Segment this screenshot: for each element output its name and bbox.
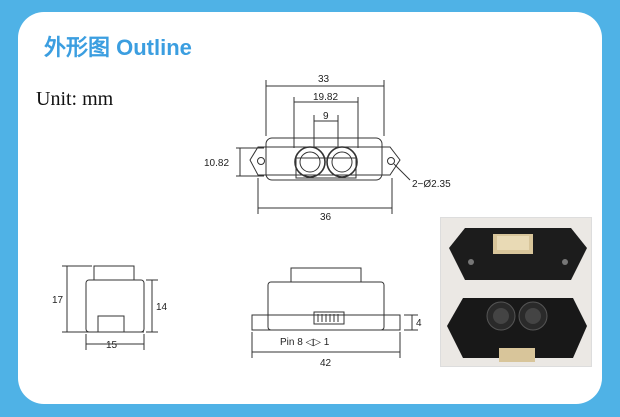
dim-19-82: 19.82 [313, 92, 338, 103]
dim-14: 14 [156, 302, 168, 313]
dim-17: 17 [52, 295, 64, 306]
dim-33: 33 [318, 74, 330, 85]
front-view [251, 267, 418, 358]
top-view [236, 80, 411, 214]
dim-10-82: 10.82 [204, 158, 229, 169]
dim-hole: 2−Ø2.35 [412, 179, 451, 190]
sensor-photo [440, 217, 592, 367]
pin-label: Pin 8 ◁▷ 1 [280, 337, 330, 348]
dim-36: 36 [320, 212, 332, 223]
dim-42: 42 [320, 358, 332, 369]
dim-4: 4 [416, 318, 422, 329]
side-view [62, 265, 158, 350]
unit-label: Unit: mm [36, 88, 114, 110]
page-title: 外形图 Outline [44, 35, 192, 60]
dim-9: 9 [323, 111, 329, 122]
dim-15: 15 [106, 340, 118, 351]
